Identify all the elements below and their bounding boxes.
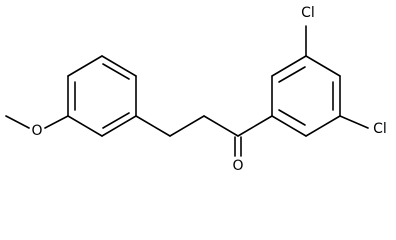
chlorine-top-label: Cl [301,5,315,21]
bond [135,115,171,137]
propanone-chain [135,115,273,137]
bond-double [102,63,130,80]
structure-drawing: O O Cl Cl [5,5,387,174]
bond [169,115,205,137]
chlorine-bottom: Cl [339,115,387,137]
bond-double [278,109,306,126]
bond [203,115,239,137]
dichlorophenyl-ring [271,55,341,137]
bond [44,115,69,129]
carbonyl-oxygen-label: O [232,158,243,174]
bond [5,115,30,129]
bond [237,115,273,137]
bond [67,55,103,77]
chlorine-top: Cl [301,5,315,57]
bond-double [278,66,306,83]
bond [339,115,369,129]
bond [305,115,341,137]
bond [101,115,137,137]
ether-oxygen-label: O [31,123,42,139]
bond [305,55,341,77]
bond [271,55,307,77]
bond [101,55,137,77]
bond [271,115,307,137]
chlorine-bottom-label: Cl [373,121,387,137]
carbonyl-group: O [232,136,244,174]
bond-double [102,112,130,129]
bond [67,115,103,137]
methoxy-group: O [5,115,69,139]
methoxyphenyl-ring [67,55,137,137]
